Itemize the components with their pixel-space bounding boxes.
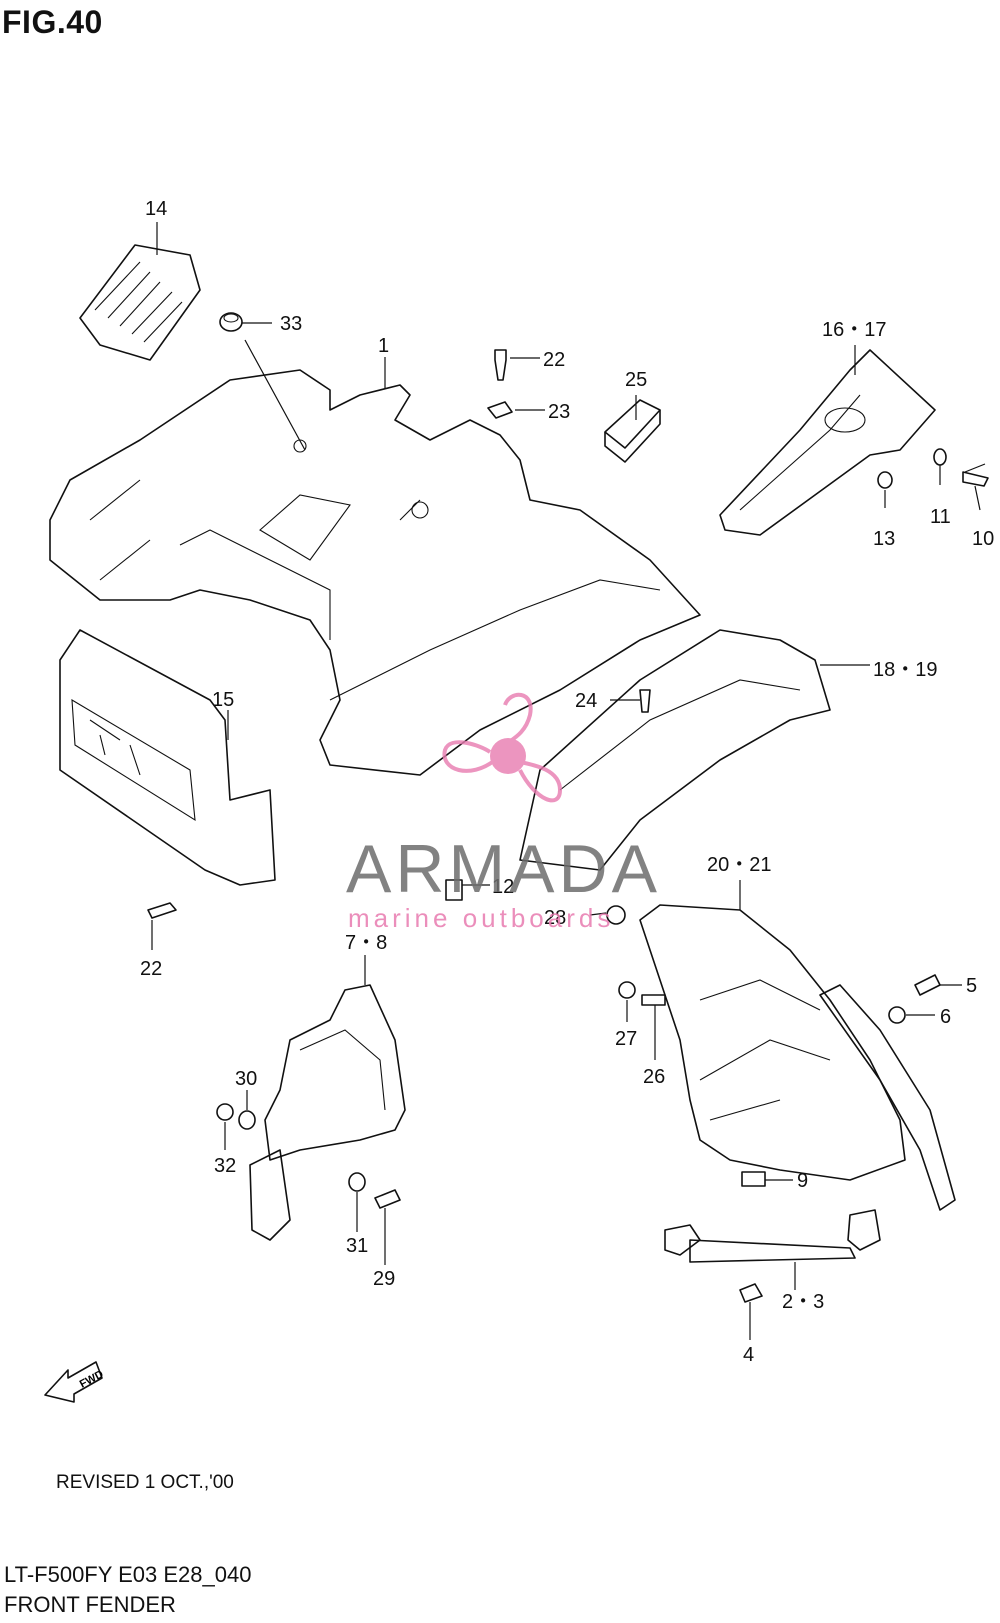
callout-1[interactable]: 1 bbox=[378, 335, 389, 357]
callout-23[interactable]: 23 bbox=[548, 401, 570, 423]
part-5-screw[interactable] bbox=[914, 974, 941, 996]
part-25-block[interactable] bbox=[604, 399, 661, 463]
callout-16-17[interactable]: 16・17 bbox=[822, 319, 887, 341]
part-12-bolt[interactable] bbox=[445, 879, 463, 901]
revised-note: REVISED 1 OCT.,'00 bbox=[56, 1472, 234, 1493]
callout-6[interactable]: 6 bbox=[940, 1006, 951, 1028]
callout-11[interactable]: 11 bbox=[930, 506, 951, 528]
part-6-nut[interactable] bbox=[888, 1006, 906, 1024]
model-code: LT-F500FY E03 E28_040 bbox=[4, 1562, 252, 1587]
part-1-front-fender[interactable] bbox=[49, 369, 701, 776]
callout-labels: 14 33 1 22 23 25 16・17 11 13 10 15 18・19… bbox=[140, 198, 994, 1366]
part-22-screw-bottom[interactable] bbox=[147, 902, 177, 919]
watermark-tagline: marine outboards bbox=[348, 903, 615, 933]
part-28-nut[interactable] bbox=[606, 905, 626, 925]
callout-4[interactable]: 4 bbox=[743, 1344, 754, 1366]
part-20-21-inner-fender[interactable] bbox=[639, 904, 956, 1211]
part-22-screw-top[interactable] bbox=[494, 349, 507, 381]
part-4-bolt[interactable] bbox=[739, 1283, 763, 1303]
part-18-19-fender-extension[interactable] bbox=[519, 629, 831, 871]
callout-28[interactable]: 28 bbox=[544, 907, 566, 929]
part-31-washer[interactable] bbox=[348, 1172, 366, 1192]
callout-25[interactable]: 25 bbox=[625, 369, 647, 391]
callout-26[interactable]: 26 bbox=[643, 1066, 665, 1088]
callout-18-19[interactable]: 18・19 bbox=[873, 659, 938, 681]
section-name: FRONT FENDER bbox=[4, 1592, 176, 1617]
part-26-bolt[interactable] bbox=[641, 994, 666, 1006]
part-23-clip-nut[interactable] bbox=[487, 401, 513, 419]
callout-9[interactable]: 9 bbox=[797, 1170, 808, 1192]
watermark-brand: ARMADA bbox=[346, 831, 661, 907]
part-27-nut[interactable] bbox=[618, 981, 636, 999]
callout-13[interactable]: 13 bbox=[873, 528, 895, 550]
part-33-grommet[interactable] bbox=[219, 312, 243, 332]
leader-lines bbox=[151, 222, 981, 1340]
callout-22-bottom[interactable]: 22 bbox=[140, 958, 162, 980]
part-16-17-bracket[interactable] bbox=[719, 349, 936, 536]
part-32-nut[interactable] bbox=[216, 1103, 234, 1121]
fwd-label: FWD bbox=[78, 1368, 106, 1390]
callout-29[interactable]: 29 bbox=[373, 1268, 395, 1290]
callout-32[interactable]: 32 bbox=[214, 1155, 236, 1177]
part-14-pad[interactable] bbox=[79, 244, 201, 361]
callout-33[interactable]: 33 bbox=[280, 313, 302, 335]
callout-24[interactable]: 24 bbox=[575, 690, 597, 712]
callout-7-8[interactable]: 7・8 bbox=[345, 932, 387, 954]
callout-20-21[interactable]: 20・21 bbox=[707, 854, 772, 876]
callout-30[interactable]: 30 bbox=[235, 1068, 257, 1090]
callout-22-top[interactable]: 22 bbox=[543, 349, 565, 371]
figure-title: FIG.40 bbox=[2, 4, 103, 40]
callout-12[interactable]: 12 bbox=[492, 876, 514, 898]
watermark-propeller-icon bbox=[442, 692, 563, 803]
part-10-screw[interactable] bbox=[962, 463, 989, 487]
part-15-front-panel[interactable] bbox=[59, 629, 276, 886]
callout-10[interactable]: 10 bbox=[972, 528, 994, 550]
part-30-washer[interactable] bbox=[238, 1110, 256, 1130]
part-24-screw[interactable] bbox=[639, 689, 651, 713]
part-13-washer[interactable] bbox=[877, 471, 893, 489]
fwd-arrow-icon: FWD bbox=[44, 1361, 106, 1403]
callout-5[interactable]: 5 bbox=[966, 975, 977, 997]
callout-15[interactable]: 15 bbox=[212, 689, 234, 711]
callout-2-3[interactable]: 2・3 bbox=[782, 1291, 824, 1313]
part-29-screw[interactable] bbox=[374, 1189, 401, 1209]
part-2-3-stay[interactable] bbox=[664, 1209, 881, 1263]
part-11-washer[interactable] bbox=[933, 448, 947, 466]
callout-14[interactable]: 14 bbox=[145, 198, 167, 220]
part-7-8-side-panel[interactable] bbox=[249, 984, 406, 1241]
callout-27[interactable]: 27 bbox=[615, 1028, 637, 1050]
part-9-bolt[interactable] bbox=[741, 1171, 766, 1187]
callout-31[interactable]: 31 bbox=[346, 1235, 368, 1257]
